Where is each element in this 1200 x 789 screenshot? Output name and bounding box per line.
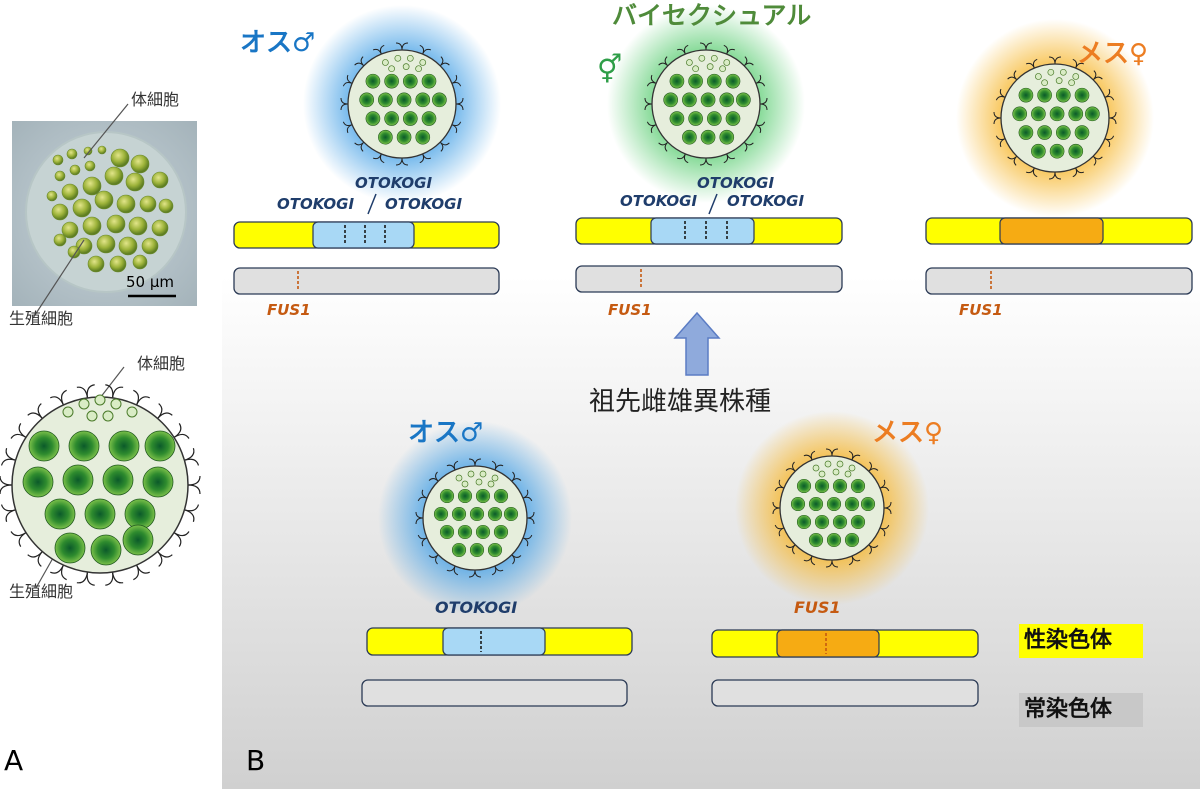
scale-label: 50 μm [126,273,175,291]
label-somatic-cell-photo: 体細胞 [131,90,180,109]
legend-sex-box [1019,624,1143,658]
sex-chromosome-bisexual [575,217,843,245]
gene-otokogi-male-right: OTOKOGI [385,195,463,213]
legend-auto-box [1019,693,1143,727]
title-ancestor-female: メス♀ [872,418,944,448]
volvox-schematic [0,384,201,586]
gene-fus1-ancestor: FUS1 [794,598,841,617]
sex-chromosome-ancestor-male [366,627,633,656]
slash-bisexual [708,193,718,215]
sex-chromosome-ancestor-female [711,629,979,658]
gene-otokogi-bi-left: OTOKOGI [620,192,698,210]
autosome-top-male [233,267,500,295]
autosome-bisexual [575,265,843,293]
title-top-female: メス♀ [1077,39,1149,69]
sex-chromosome-top-male [233,221,500,249]
colony-ancestor-male [378,421,572,615]
label-somatic-cell-schematic: 体細胞 [137,354,186,373]
title-top-male: オス♂ [240,28,316,58]
gene-fus1-female-top: FUS1 [959,301,1003,319]
hermaphrodite-symbol: ⚥ [597,53,623,86]
autosome-ancestor-female [711,679,979,707]
gene-otokogi-male-left: OTOKOGI [277,195,355,213]
colony-top-male [303,5,501,203]
gene-otokogi-male-top: OTOKOGI [355,174,433,192]
ancestor-title: 祖先雌雄異株種 [589,387,772,417]
label-germ-cell-photo: 生殖細胞 [9,309,74,328]
autosome-top-female [925,267,1193,295]
title-bisexual: バイセクシュアル [612,1,812,30]
gene-otokogi-bi-right: OTOKOGI [727,192,805,210]
colony-ancestor-female [735,411,929,605]
legend-sex-chromosome: 性染色体 [1024,628,1113,653]
up-arrow [673,311,721,376]
gene-otokogi-ancestor: OTOKOGI [435,598,518,617]
gene-fus1-bi: FUS1 [608,301,652,319]
colony-top-female [956,19,1154,217]
legend-autosome: 常染色体 [1024,697,1113,722]
title-ancestor-male: オス♂ [408,418,484,448]
panel-label-b: B [246,744,266,777]
colony-top-bisexual [607,5,805,203]
gene-fus1-male-top: FUS1 [267,301,311,319]
panel-label-a: A [4,744,24,777]
sex-chromosome-top-female [925,217,1193,245]
micrograph [12,121,197,306]
gene-otokogi-bi-top: OTOKOGI [697,174,775,192]
label-germ-cell-schematic: 生殖細胞 [9,582,74,601]
slash-male [367,193,377,215]
autosome-ancestor-male [361,679,628,707]
